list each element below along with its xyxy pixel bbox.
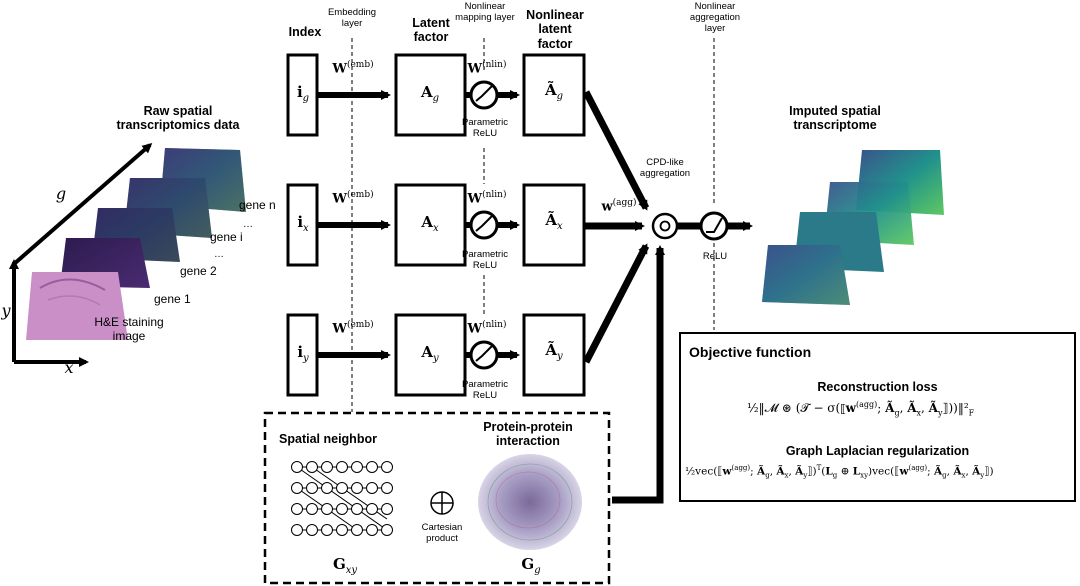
gene-n-label: gene n <box>239 198 276 212</box>
reconstruction-loss-label: Reconstruction loss <box>817 380 938 394</box>
graph-symbol-g: Gg <box>521 555 541 576</box>
imputed-label: Imputed spatial transcriptome <box>789 104 881 133</box>
index-box-y <box>286 313 319 397</box>
graph-reg-equation: ½vec(⟦w(agg); Ãg, Ãx, Ãy⟧)T(Lg ⊕ Lxy)vec… <box>685 464 994 480</box>
lattice-node <box>336 524 348 536</box>
gene-1-label: gene 1 <box>154 292 191 306</box>
nonlinear-symbol-x: Ãx <box>545 211 563 232</box>
axis-x-label: x <box>64 358 74 377</box>
lattice-node <box>321 524 333 536</box>
raw-data-label: Raw spatial transcriptomics data <box>116 104 240 133</box>
lattice-node <box>366 503 378 515</box>
gene-2-label: gene 2 <box>180 264 217 278</box>
latent-box-g <box>394 53 467 137</box>
index-header: Index <box>288 25 322 39</box>
lattice-node <box>336 503 348 515</box>
raw-data-stack <box>26 148 246 340</box>
index-symbol-y: iy <box>297 343 309 364</box>
lattice-node <box>306 503 318 515</box>
prelu-label-y: Parametric ReLU <box>462 379 508 401</box>
mapping-weight-y: W(nlin) <box>467 320 507 337</box>
nonlinear-symbol-g: Ãg <box>544 81 564 102</box>
ellipsis-2: … <box>214 249 224 260</box>
graph-prior-box <box>263 411 611 585</box>
latent-symbol-g: Ag <box>420 83 440 104</box>
lattice-node <box>321 482 333 494</box>
nonlinear-box-x <box>522 183 586 267</box>
graph-symbol-xy: Gxy <box>332 555 358 576</box>
lattice-node <box>321 503 333 515</box>
gene-i-label: gene i <box>210 230 243 244</box>
aggregation-arrows <box>582 90 753 504</box>
index-symbol-g: ig <box>296 83 310 104</box>
lattice-node <box>291 503 303 515</box>
reconstruction-loss-equation: ½‖𝓜 ⊛ (𝓣 − σ(⟦w(agg); Ãg, Ãx, Ãy⟧))‖²F <box>747 400 975 418</box>
objective-panel: Objective function Reconstruction loss ½… <box>679 332 1076 502</box>
mapping-weight-g: W(nlin) <box>467 60 507 77</box>
ellipsis-1: … <box>243 219 253 230</box>
lattice-node <box>306 461 318 473</box>
lattice-node <box>381 461 393 473</box>
graph-reg-label: Graph Laplacian regularization <box>785 444 970 458</box>
embedding-weight-g: W(emb) <box>332 60 374 77</box>
latent-box-y <box>394 313 467 397</box>
lattice-node <box>351 482 363 494</box>
ppi-label: Protein-protein interaction <box>483 420 573 449</box>
lattice-node <box>366 524 378 536</box>
axis-y-label: y <box>1 301 11 320</box>
latent-symbol-x: Ax <box>421 213 439 234</box>
axes <box>9 143 153 367</box>
relu-icon <box>699 211 729 241</box>
cpd-aggregation-label: CPD-like aggregation <box>639 157 691 179</box>
embedding-layer-header: Embedding layer <box>327 7 377 29</box>
spatial-neighbor-label: Spatial neighbor <box>279 432 377 446</box>
lattice-node <box>291 524 303 536</box>
aggregation-op-icon <box>651 212 679 240</box>
index-symbol-x: ix <box>297 213 309 234</box>
nonlinear-aggregation-header: Nonlinear aggregation layer <box>689 1 741 34</box>
lattice-node <box>291 461 303 473</box>
latent-factor-header: Latent factor <box>412 16 450 45</box>
prelu-label-x: Parametric ReLU <box>462 249 508 271</box>
mapping-weight-x: W(nlin) <box>467 190 507 207</box>
embedding-weight-x: W(emb) <box>332 190 374 207</box>
nonlinear-symbol-y: Ãy <box>545 341 563 362</box>
axis-g-label: g <box>55 184 67 203</box>
nonlinear-box-y <box>522 313 586 397</box>
lattice-node <box>381 503 393 515</box>
he-image-label: H&E staining image <box>94 315 164 343</box>
lattice-node <box>381 524 393 536</box>
lattice-node <box>306 482 318 494</box>
lattice-node <box>321 461 333 473</box>
imputed-stack <box>762 150 944 305</box>
he-image <box>26 272 128 340</box>
nonlinear-latent-header: Nonlinear latent factor <box>526 8 584 51</box>
relu-label: ReLU <box>702 251 728 262</box>
lattice-node <box>351 524 363 536</box>
lattice-node <box>351 503 363 515</box>
cartesian-product-icon <box>430 491 454 515</box>
objective-title: Objective function <box>689 344 812 360</box>
aggregation-weight: w(agg) <box>601 198 637 215</box>
latent-symbol-y: Ay <box>421 343 439 364</box>
nonlinear-box-g <box>522 53 586 137</box>
lattice-node <box>306 524 318 536</box>
ppi-network <box>478 454 582 550</box>
cartesian-label: Cartesian product <box>421 522 463 544</box>
embedding-weight-y: W(emb) <box>332 320 374 337</box>
lattice-node <box>336 482 348 494</box>
lattice-node <box>366 461 378 473</box>
row-y <box>286 313 586 397</box>
lattice-node <box>351 461 363 473</box>
lattice-node <box>291 482 303 494</box>
lattice-node <box>381 482 393 494</box>
nonlinear-mapping-header: Nonlinear mapping layer <box>455 1 515 23</box>
row-x <box>286 183 586 267</box>
prelu-label-g: Parametric ReLU <box>462 117 508 139</box>
lattice-node <box>336 461 348 473</box>
row-g <box>286 53 586 137</box>
lattice-node <box>366 482 378 494</box>
spatial-neighbor-graph <box>291 461 393 536</box>
